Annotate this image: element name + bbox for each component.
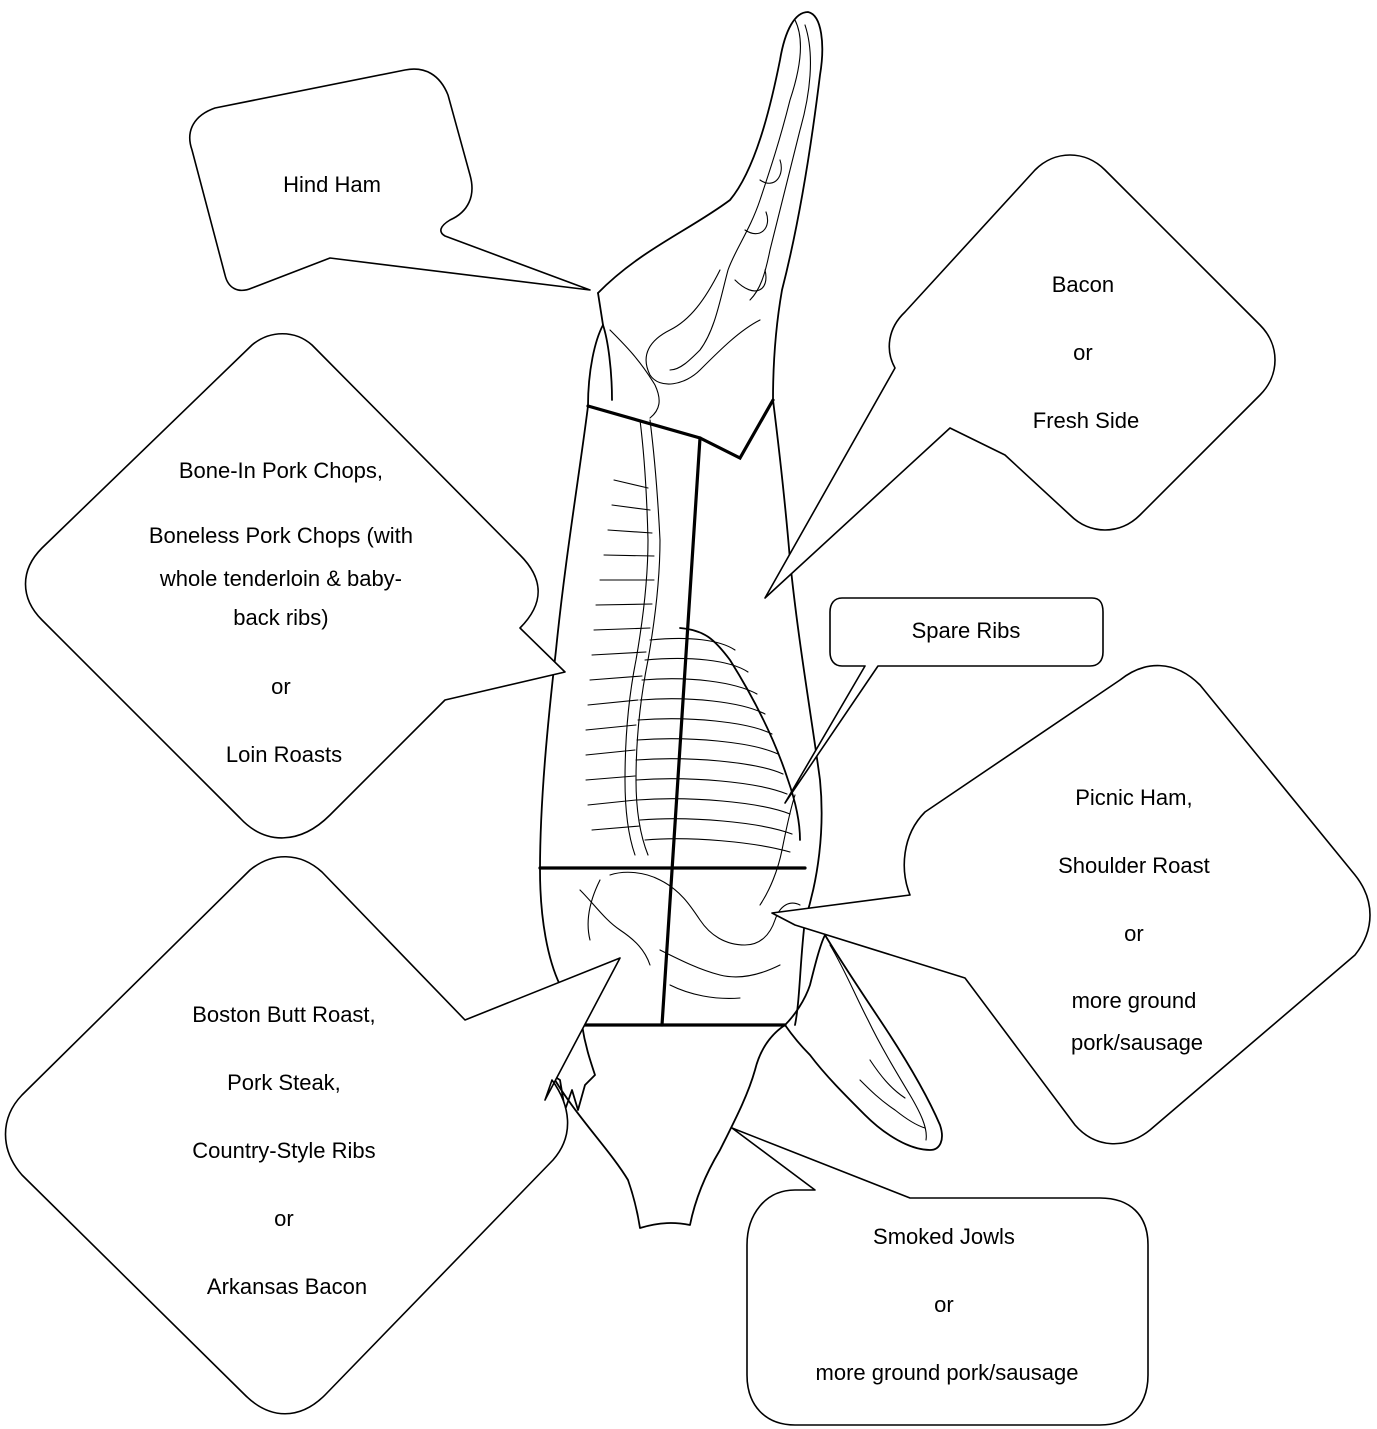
- callout-picnic-line-2: Shoulder Roast: [1058, 853, 1210, 878]
- hind-leg-bone: [670, 20, 800, 370]
- callout-hind-ham-line-1: Hind Ham: [283, 172, 381, 197]
- callout-hind-ham-bubble: [190, 69, 590, 290]
- callout-picnic-bubble: [772, 666, 1370, 1144]
- callout-bacon-line-2: or: [1073, 340, 1093, 365]
- callout-boston-butt: Boston Butt Roast, Pork Steak, Country-S…: [6, 857, 621, 1414]
- callout-jowls-line-2: or: [934, 1292, 954, 1317]
- callout-boston-butt-bubble: [6, 857, 621, 1414]
- callout-bacon-line-1: Bacon: [1052, 272, 1114, 297]
- svg-text:Hind Ham: Hind Ham: [283, 172, 381, 197]
- svg-text:Spare Ribs: Spare Ribs: [912, 618, 1021, 643]
- callout-loin-line-3: whole tenderloin & baby-: [159, 566, 402, 591]
- callout-spare-ribs-line-1: Spare Ribs: [912, 618, 1021, 643]
- ribs: [636, 638, 792, 852]
- callout-bacon-line-3: Fresh Side: [1033, 408, 1139, 433]
- callout-boston-butt-line-4: or: [274, 1206, 294, 1231]
- callout-picnic-line-1: Picnic Ham,: [1075, 785, 1192, 810]
- callout-loin-line-6: Loin Roasts: [226, 742, 342, 767]
- callout-picnic: Picnic Ham, Shoulder Roast or more groun…: [772, 666, 1370, 1144]
- rib-cage-outer: [680, 628, 800, 840]
- callout-loin-line-4: back ribs): [233, 605, 328, 630]
- foreshank-outline: [785, 935, 942, 1150]
- vertebrae: [586, 480, 654, 830]
- callout-jowls-line-1: Smoked Jowls: [873, 1224, 1015, 1249]
- callout-loin-line-1: Bone-In Pork Chops,: [179, 458, 383, 483]
- callout-loin: Bone-In Pork Chops, Boneless Pork Chops …: [26, 334, 566, 838]
- jowl-outline: [552, 1025, 785, 1228]
- callout-bacon-bubble: [765, 155, 1275, 598]
- callout-boston-butt-line-3: Country-Style Ribs: [192, 1138, 375, 1163]
- callout-picnic-line-4: more ground: [1072, 988, 1197, 1013]
- callout-jowls-line-3: more ground pork/sausage: [816, 1360, 1079, 1385]
- callout-picnic-line-5: pork/sausage: [1071, 1030, 1203, 1055]
- callout-loin-line-2: Boneless Pork Chops (with: [149, 523, 413, 548]
- callout-bacon: Bacon or Fresh Side: [765, 155, 1275, 598]
- callout-boston-butt-line-2: Pork Steak,: [227, 1070, 341, 1095]
- carcass-left-edge: [540, 406, 588, 1025]
- callout-loin-line-5: or: [271, 674, 291, 699]
- callout-picnic-line-3: or: [1124, 921, 1144, 946]
- hind-leg-outline: [598, 12, 822, 400]
- callout-boston-butt-line-5: Arkansas Bacon: [207, 1274, 367, 1299]
- callout-hind-ham: Hind Ham: [190, 69, 590, 290]
- ham-section-outline: [588, 293, 603, 406]
- callout-jowls: Smoked Jowls or more ground pork/sausage: [732, 1128, 1148, 1425]
- cut-lines: [540, 400, 805, 1025]
- callout-boston-butt-line-1: Boston Butt Roast,: [192, 1002, 375, 1027]
